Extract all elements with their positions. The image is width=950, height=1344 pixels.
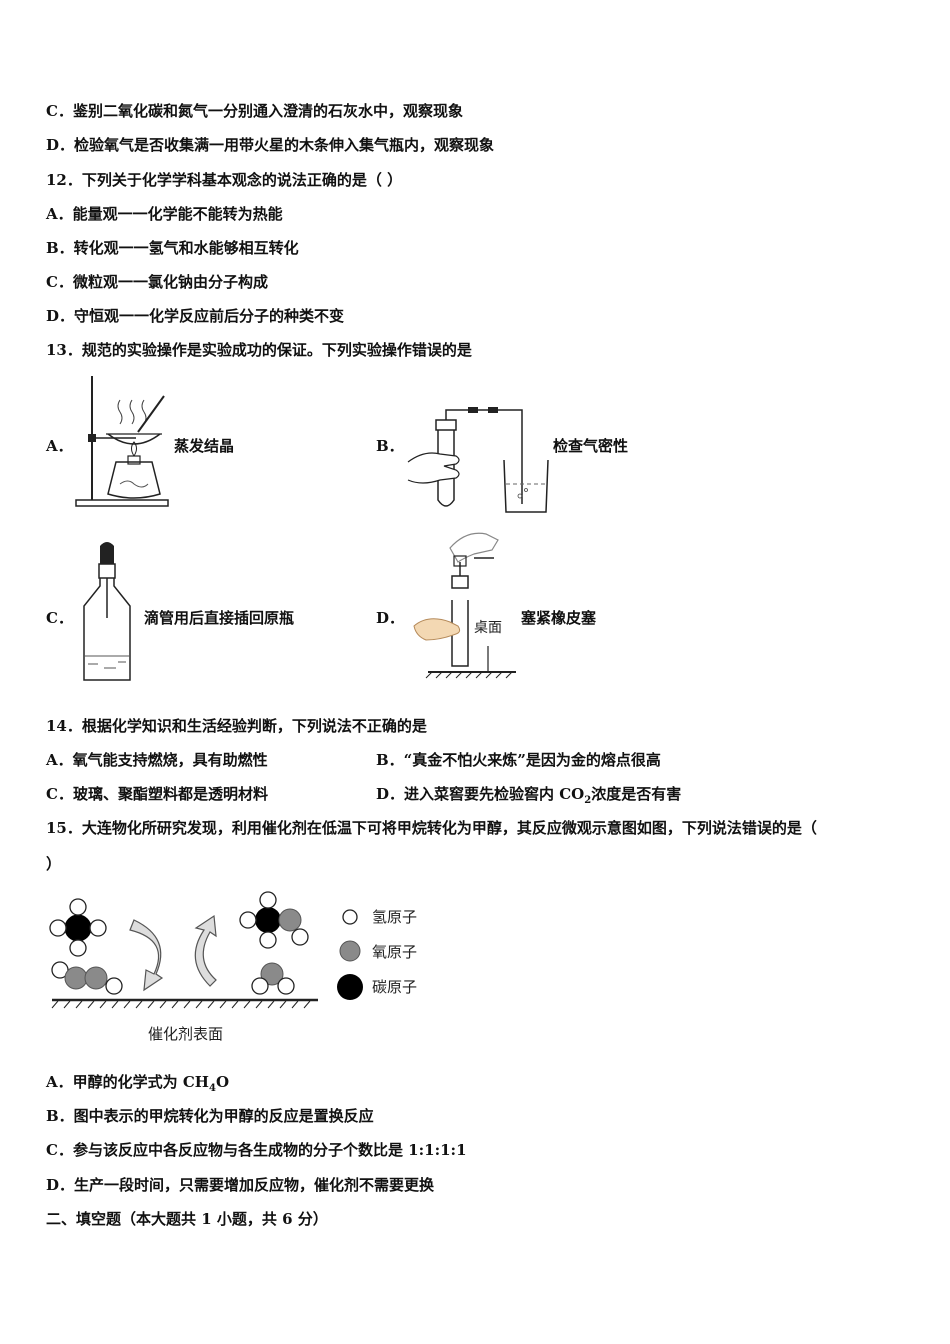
hydrogen-atom (239, 911, 257, 929)
hydrogen-legend-icon (342, 909, 358, 925)
curved-arrow-icon (194, 914, 217, 987)
q14-option-d-text: D．进入菜窖要先检验窖内 CO (376, 785, 585, 803)
q13-label-b: B． (376, 437, 404, 455)
q13-label-c: C． (46, 609, 73, 627)
q15-option-b: B．图中表示的甲烷转化为甲醇的反应是置换反应 (46, 1107, 374, 1125)
q11-option-d: D．检验氧气是否收集满一用带火星的木条伸入集气瓶内，观察现象 (46, 136, 495, 154)
carbon-legend-icon (337, 974, 363, 1000)
q12-option-c: C．微粒观一一氯化钠由分子构成 (46, 273, 268, 291)
q12-option-b: B．转化观一一氢气和水能够相互转化 (46, 239, 299, 257)
hydrogen-atom (105, 977, 123, 995)
q13-caption-a: 蒸发结晶 (174, 437, 235, 455)
hydrogen-atom (291, 928, 309, 946)
q11-option-c: C．鉴别二氧化碳和氮气一分别通入澄清的石灰水中，观察现象 (46, 102, 463, 120)
q14-option-c: C．玻璃、聚酯塑料都是透明材料 (46, 785, 268, 803)
q13-label-a: A． (46, 437, 73, 455)
q12-option-a: A．能量观一一化学能不能转为热能 (46, 205, 283, 223)
curved-arrow-icon (129, 919, 164, 992)
q14-option-d-text-end: 浓度是否有害 (591, 785, 682, 803)
q13-caption-c: 滴管用后直接插回原瓶 (144, 609, 295, 627)
hydrogen-atom (49, 919, 67, 937)
section-2-heading: 二、填空题（本大题共 1 小题，共 6 分） (46, 1210, 328, 1228)
q12-stem: 12．下列关于化学学科基本观念的说法正确的是（ ） (46, 171, 403, 189)
legend-hydrogen-label: 氢原子 (372, 908, 418, 926)
airtightness-check-figure (407, 407, 549, 513)
q13-caption-d: 塞紧橡皮塞 (521, 609, 597, 627)
hydrogen-atom (69, 898, 87, 916)
desk-surface-label: 桌面 (474, 620, 502, 636)
q15-option-a-text-end: O (215, 1073, 230, 1091)
evaporation-apparatus-figure (75, 376, 169, 507)
q15-option-a-text: A．甲醇的化学式为 CH (46, 1073, 209, 1091)
oxygen-legend-icon (339, 940, 361, 962)
hydrogen-atom (89, 919, 107, 937)
q14-stem: 14．根据化学知识和生活经验判断，下列说法不正确的是 (46, 717, 427, 735)
methane-to-methanol-diagram (49, 891, 318, 1009)
q15-option-a-subscript: 4 (208, 1083, 216, 1094)
hydrogen-atom (69, 939, 87, 957)
catalyst-surface-label: 催化剂表面 (148, 1025, 224, 1043)
q13-caption-b: 检查气密性 (553, 437, 629, 455)
carbon-atom (255, 907, 281, 933)
q12-option-d: D．守恒观一一化学反应前后分子的种类不变 (46, 307, 345, 325)
hydrogen-atom (251, 977, 269, 995)
q14-option-d-subscript: 2 (584, 795, 592, 806)
oxygen-atom (278, 908, 302, 932)
surface-hatching (51, 1000, 311, 1009)
oxygen-atom (260, 962, 284, 986)
hydrogen-atom (259, 891, 277, 909)
hydrogen-atom (259, 931, 277, 949)
atom-legend-swatches (337, 909, 363, 1000)
q13-label-d: D． (376, 609, 405, 627)
q15-stem: 15．大连物化所研究发现，利用催化剂在低温下可将甲烷转化为甲醇，其反应微观示意图… (46, 819, 817, 837)
hydrogen-atom (277, 977, 295, 995)
oxygen-atom (84, 966, 108, 990)
q15-stem-end: ） (46, 855, 62, 873)
q15-option-d: D．生产一段时间，只需要增加反应物，催化剂不需要更换 (46, 1176, 435, 1194)
q15-option-a: A．甲醇的化学式为 CH4O (46, 1072, 229, 1099)
q14-option-b: B．“真金不怕火来炼”是因为金的熔点很高 (376, 751, 661, 769)
dropper-bottle-figure (83, 542, 131, 681)
oxygen-atom (64, 966, 88, 990)
q14-option-a: A．氧气能支持燃烧，具有助燃性 (46, 751, 268, 769)
legend-carbon-label: 碳原子 (372, 978, 418, 996)
carbon-atom (64, 914, 92, 942)
legend-oxygen-label: 氧原子 (372, 943, 418, 961)
q15-option-c: C．参与该反应中各反应物与各生成物的分子个数比是 1:1:1:1 (46, 1141, 467, 1159)
q13-stem: 13．规范的实验操作是实验成功的保证。下列实验操作错误的是 (46, 341, 472, 359)
q14-option-d: D．进入菜窖要先检验窖内 CO2浓度是否有害 (376, 784, 681, 811)
stopper-insertion-figure (413, 532, 516, 679)
